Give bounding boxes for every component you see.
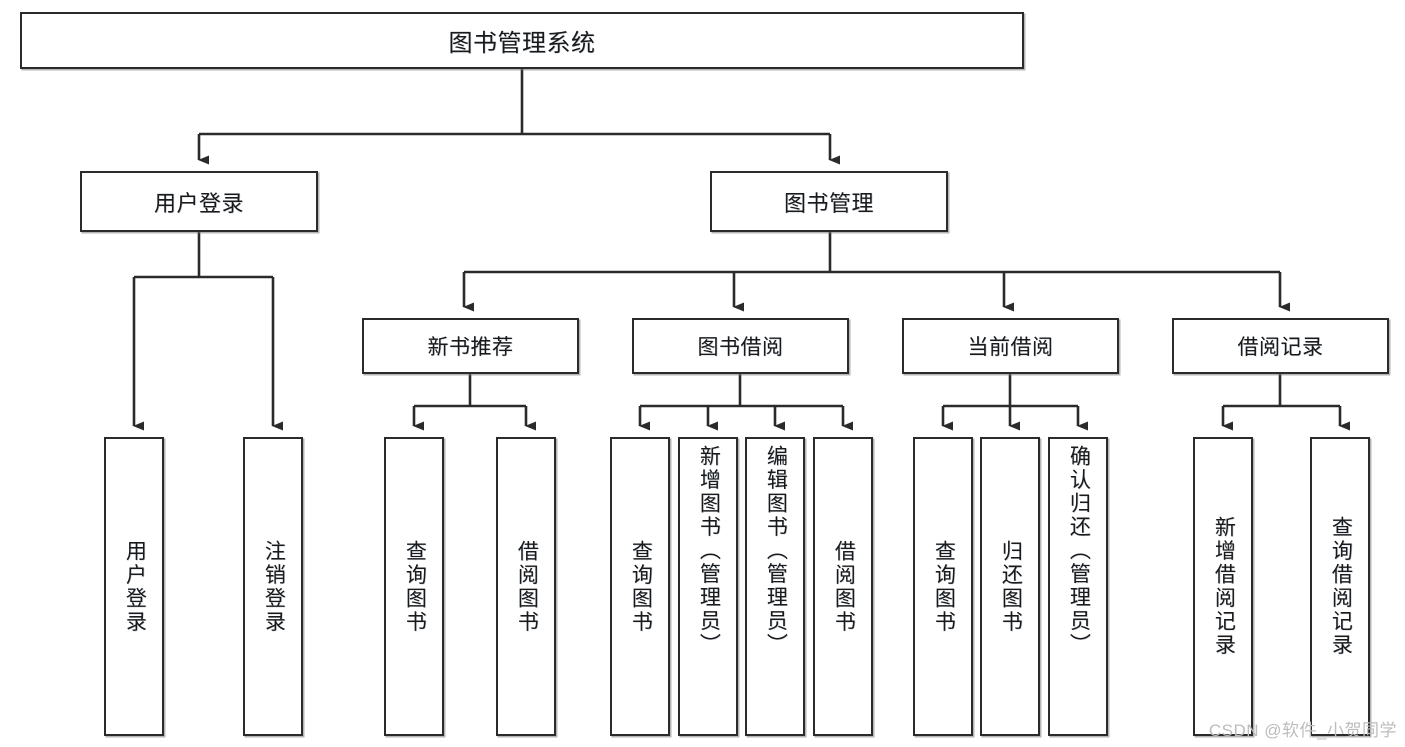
node-label: 编辑图书（管理员）	[764, 445, 788, 657]
node-user-login[interactable]: 用户登录	[80, 171, 318, 232]
node-root-book-management-system[interactable]: 图书管理系统	[20, 12, 1024, 69]
node-leaf-rec-query-book[interactable]: 查询图书	[384, 437, 444, 736]
node-leaf-user-login[interactable]: 用户登录	[104, 437, 164, 736]
node-label: 当前借阅	[967, 336, 1054, 359]
node-leaf-bb-add-book[interactable]: 新增图书（管理员）	[678, 437, 738, 736]
node-label: 借阅图书	[832, 539, 856, 634]
node-leaf-user-logout[interactable]: 注销登录	[243, 437, 303, 736]
node-label: 新书推荐	[427, 336, 514, 359]
node-leaf-bl-add-record[interactable]: 新增借阅记录	[1193, 437, 1253, 736]
node-leaf-cb-return-book[interactable]: 归还图书	[980, 437, 1040, 736]
node-label: 用户登录	[123, 539, 147, 634]
node-label: 新增图书（管理员）	[697, 445, 721, 657]
node-leaf-bb-query-book[interactable]: 查询图书	[610, 437, 670, 736]
node-book-borrowing[interactable]: 图书借阅	[632, 318, 849, 374]
node-leaf-bb-edit-book[interactable]: 编辑图书（管理员）	[745, 437, 805, 736]
node-leaf-cb-query-book[interactable]: 查询图书	[913, 437, 973, 736]
node-label: 归还图书	[999, 539, 1023, 634]
node-borrowing-records[interactable]: 借阅记录	[1172, 318, 1389, 374]
node-leaf-rec-borrow-book[interactable]: 借阅图书	[496, 437, 556, 736]
node-new-book-recommendation[interactable]: 新书推荐	[362, 318, 579, 374]
node-label: 新增借阅记录	[1212, 516, 1236, 657]
node-current-borrowing[interactable]: 当前借阅	[902, 318, 1119, 374]
node-label: 查询借阅记录	[1329, 516, 1353, 657]
node-book-management[interactable]: 图书管理	[710, 171, 948, 232]
node-label: 图书管理系统	[448, 30, 596, 57]
node-label: 确认归还（管理员）	[1067, 445, 1091, 657]
node-label: 借阅记录	[1237, 336, 1324, 359]
node-label: 查询图书	[932, 539, 956, 634]
node-leaf-cb-confirm-return[interactable]: 确认归还（管理员）	[1048, 437, 1108, 736]
node-label: 用户登录	[153, 190, 244, 216]
node-leaf-bl-query-record[interactable]: 查询借阅记录	[1310, 437, 1370, 736]
node-label: 注销登录	[262, 539, 286, 634]
node-label: 查询图书	[403, 539, 427, 634]
node-label: 图书管理	[783, 190, 874, 216]
node-label: 借阅图书	[515, 539, 539, 634]
node-label: 图书借阅	[697, 336, 784, 359]
csdn-watermark: CSDN @软件_小贺同学	[1208, 721, 1397, 740]
node-label: 查询图书	[629, 539, 653, 634]
node-leaf-bb-borrow-book[interactable]: 借阅图书	[813, 437, 873, 736]
